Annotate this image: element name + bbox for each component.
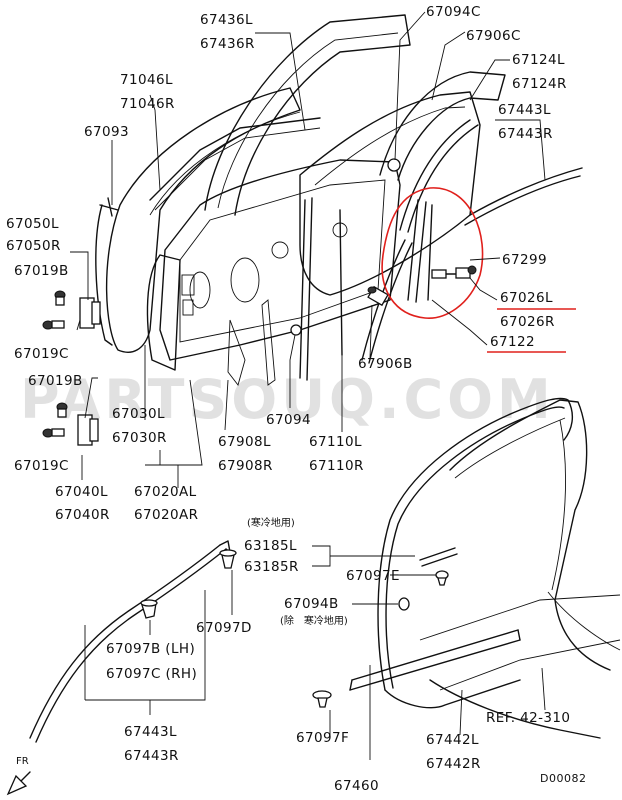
- clip-67097D: [219, 549, 237, 569]
- label-67110L: 67110L: [309, 434, 362, 450]
- label-67436L: 67436L: [200, 12, 253, 28]
- front-direction-arrow: FR: [6, 756, 31, 796]
- leader-lines-top: [70, 11, 546, 488]
- label-67050L: 67050L: [6, 216, 59, 232]
- label-67097F: 67097F: [296, 730, 349, 746]
- label-67094: 67094: [266, 412, 311, 428]
- hinge-lower: [77, 414, 99, 446]
- label-67299: 67299: [502, 252, 547, 268]
- label-67443L-bottom: 67443L: [124, 724, 177, 740]
- label-67040R: 67040R: [55, 507, 110, 523]
- watermark: PARTSOUQ.COM: [20, 368, 555, 431]
- label-67124R: 67124R: [512, 76, 567, 92]
- note-except-cold-climate: (除 寒冷地用): [280, 614, 348, 627]
- door-panel-drawing: [42, 14, 583, 446]
- label-67040L: 67040L: [55, 484, 108, 500]
- label-67030L: 67030L: [112, 406, 165, 422]
- front-direction-label: FR: [16, 756, 29, 767]
- label-63185L: 63185L: [244, 538, 297, 554]
- label-71046R: 71046R: [120, 96, 175, 112]
- label-67122: 67122: [490, 334, 535, 350]
- label-67443L-top: 67443L: [498, 102, 551, 118]
- clip-67097B: [140, 599, 158, 619]
- label-67124L: 67124L: [512, 52, 565, 68]
- plug-67094B: [398, 597, 410, 611]
- label-71046L: 71046L: [120, 72, 173, 88]
- label-67026R: 67026R: [500, 314, 555, 330]
- label-67906C: 67906C: [466, 28, 521, 44]
- clip-67097F: [312, 690, 332, 708]
- diagram-code: D00082: [540, 772, 586, 785]
- label-67026L: 67026L: [500, 290, 553, 306]
- label-67908L: 67908L: [218, 434, 271, 450]
- label-67019B-lower: 67019B: [28, 373, 83, 389]
- label-67443R-top: 67443R: [498, 126, 553, 142]
- label-67019C-upper: 67019C: [14, 346, 69, 362]
- label-67442L: 67442L: [426, 732, 479, 748]
- part-labels: 67436L 67436R 71046L 71046R 67093 67050L…: [6, 4, 586, 794]
- label-67442R: 67442R: [426, 756, 481, 772]
- label-67097D: 67097D: [196, 620, 252, 636]
- label-67020AL: 67020AL: [134, 484, 197, 500]
- bolt-67019C-upper: [42, 320, 65, 330]
- label-67097E: 67097E: [346, 568, 400, 584]
- body-opening-drawing: [312, 397, 621, 760]
- hinge-upper: [79, 297, 101, 329]
- label-67110R: 67110R: [309, 458, 364, 474]
- label-67094C: 67094C: [426, 4, 481, 20]
- label-67436R: 67436R: [200, 36, 255, 52]
- note-cold-climate: (寒冷地用): [247, 516, 295, 529]
- label-67097B-LH: 67097B (LH): [106, 641, 195, 657]
- label-67020AR: 67020AR: [134, 507, 198, 523]
- label-67019B-upper: 67019B: [14, 263, 69, 279]
- label-ref-42-310: REF. 42-310: [486, 710, 570, 726]
- clip-67097E: [435, 570, 449, 586]
- roof-moulding-drawing: [29, 540, 237, 743]
- bolt-67019C-lower: [42, 428, 65, 438]
- label-67050R: 67050R: [6, 238, 61, 254]
- highlight-circle: [381, 187, 484, 319]
- label-63185R: 63185R: [244, 559, 299, 575]
- screw-67026: [431, 265, 477, 279]
- bolt-67019B-upper: [54, 290, 66, 306]
- label-67030R: 67030R: [112, 430, 167, 446]
- label-67460: 67460: [334, 778, 379, 794]
- label-67093: 67093: [84, 124, 129, 140]
- label-67019C-lower: 67019C: [14, 458, 69, 474]
- label-67094B: 67094B: [284, 596, 339, 612]
- label-67908R: 67908R: [218, 458, 273, 474]
- label-67097C-RH: 67097C (RH): [106, 666, 197, 682]
- label-67443R-bottom: 67443R: [124, 748, 179, 764]
- bumper-67906B: [367, 285, 389, 307]
- bolt-67019B-lower: [56, 402, 68, 418]
- label-67906B: 67906B: [358, 356, 413, 372]
